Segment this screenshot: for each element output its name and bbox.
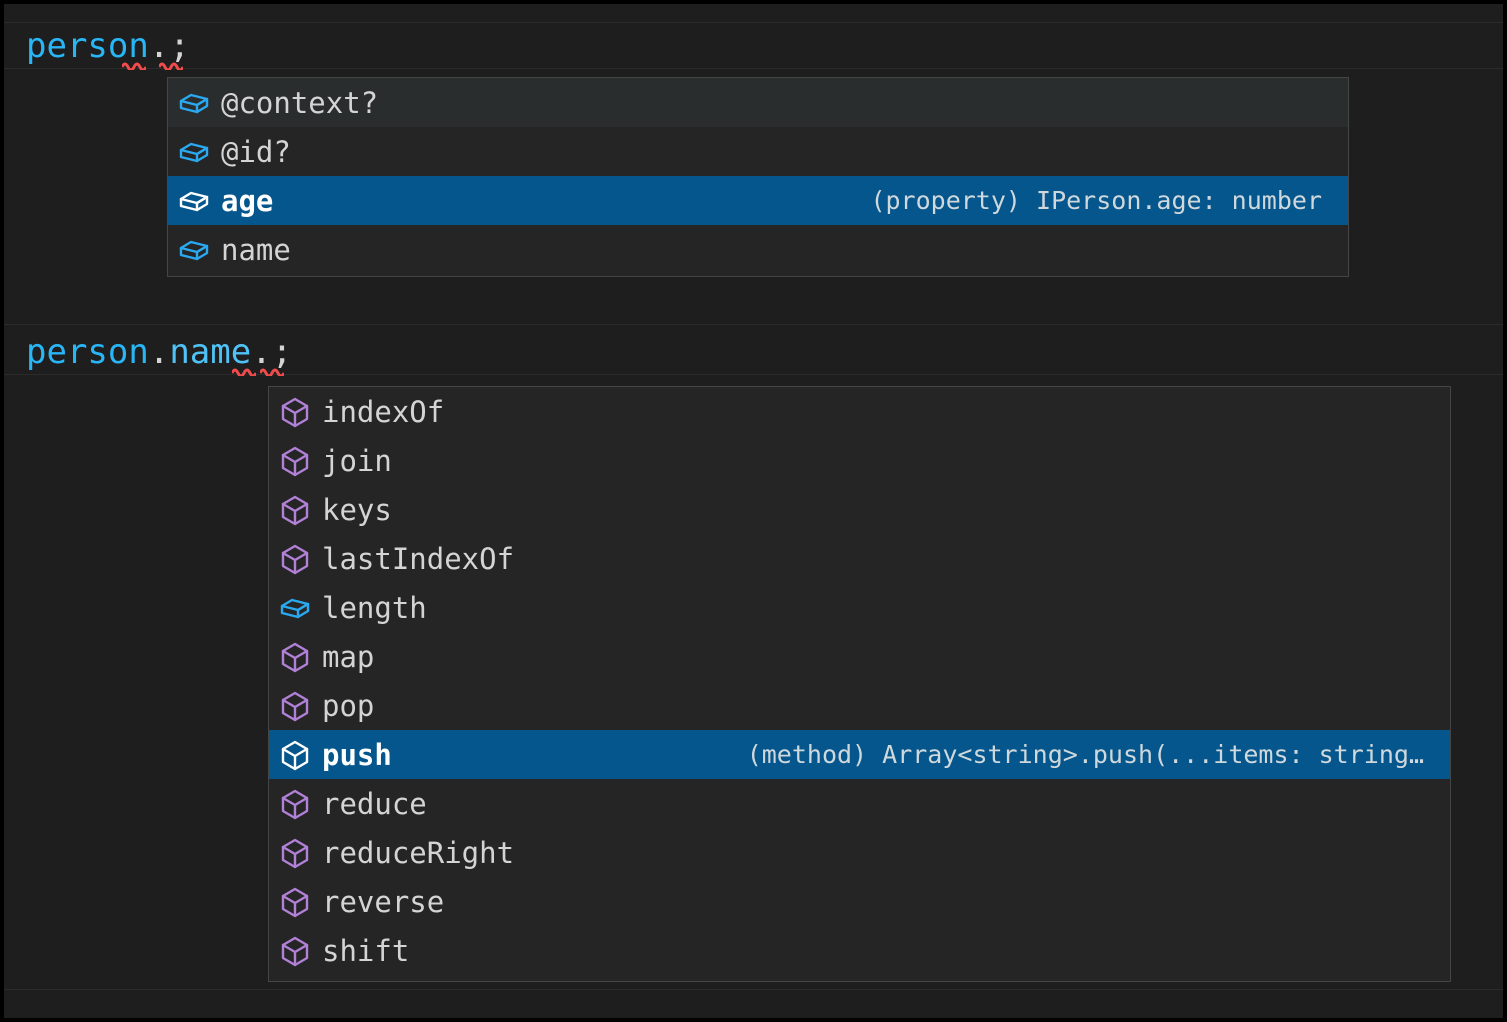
suggestion-item[interactable]: length	[269, 583, 1450, 632]
editor-rule	[4, 374, 1503, 375]
suggestion-item-label: indexOf	[322, 394, 445, 429]
method-cube-icon	[281, 691, 309, 721]
suggestion-item[interactable]: shift	[269, 926, 1450, 975]
suggestion-widget-methods[interactable]: indexOf join keys lastIndexOf length map pop pu…	[268, 386, 1451, 982]
method-cube-icon	[281, 544, 309, 574]
editor-rule	[4, 22, 1503, 23]
suggestion-item[interactable]: name	[168, 225, 1348, 274]
suggestion-item[interactable]: join	[269, 436, 1450, 485]
property-cube-icon	[280, 598, 310, 618]
error-squiggle-line1-dot	[122, 60, 146, 70]
code-token-dot: .	[148, 332, 170, 372]
method-cube-icon	[281, 642, 309, 672]
suggestion-item[interactable]: map	[269, 632, 1450, 681]
suggestion-item[interactable]: push (method) Array<string>.push(...items…	[269, 730, 1450, 779]
suggestion-item-label: @context?	[221, 85, 379, 120]
suggestion-item[interactable]: age (property) IPerson.age: number	[168, 176, 1348, 225]
code-token-semicolon: ;	[169, 26, 190, 66]
suggestion-item[interactable]: reduce	[269, 779, 1450, 828]
editor-rule	[4, 68, 1503, 69]
suggestion-item-label: map	[322, 639, 375, 674]
suggestion-item-label: keys	[322, 492, 392, 527]
code-token-variable: person	[26, 332, 149, 372]
method-cube-icon	[281, 495, 309, 525]
code-token-variable: person	[26, 26, 149, 66]
code-line-2[interactable]: person.name.;	[26, 332, 292, 372]
method-cube-icon	[281, 397, 309, 427]
suggestion-item[interactable]: keys	[269, 485, 1450, 534]
code-token-semicolon: ;	[271, 332, 293, 372]
property-cube-icon	[179, 191, 209, 211]
error-squiggle-line1-semicolon	[159, 60, 183, 70]
method-cube-icon	[281, 936, 309, 966]
property-cube-icon	[179, 93, 209, 113]
suggestion-item-label: pop	[322, 688, 375, 723]
editor-rule	[4, 324, 1503, 325]
suggestion-item-label: length	[322, 590, 427, 625]
method-cube-icon	[281, 838, 309, 868]
code-token-dot: .	[148, 26, 170, 66]
suggestion-item[interactable]: lastIndexOf	[269, 534, 1450, 583]
suggestion-item-label: push	[322, 737, 392, 772]
method-cube-icon	[281, 446, 309, 476]
suggestion-item-label: age	[221, 183, 274, 218]
error-squiggle-line2-semicolon	[260, 366, 284, 376]
suggestion-item[interactable]: @context?	[168, 78, 1348, 127]
code-token-dot2: .	[251, 332, 272, 372]
method-cube-icon	[281, 887, 309, 917]
method-cube-icon	[281, 789, 309, 819]
suggestion-item-label: lastIndexOf	[322, 541, 515, 576]
suggestion-item-label: @id?	[221, 134, 291, 169]
error-squiggle-line2-dot	[232, 366, 256, 376]
editor-rule	[4, 989, 1503, 990]
suggestion-item[interactable]: reduceRight	[269, 828, 1450, 877]
suggestion-item-detail: (method) Array<string>.push(...items: st…	[746, 739, 1424, 769]
suggestion-item[interactable]: @id?	[168, 127, 1348, 176]
suggestion-widget-properties[interactable]: @context? @id? age (property) IPerson.age: …	[167, 77, 1349, 277]
code-token-property: name	[169, 332, 252, 372]
suggestion-item-label: reverse	[322, 884, 445, 919]
suggestion-item[interactable]: indexOf	[269, 387, 1450, 436]
method-cube-icon	[281, 740, 309, 770]
code-editor[interactable]: person.; person.name.; @context?@id?age(…	[4, 4, 1503, 1018]
suggestion-item[interactable]: pop	[269, 681, 1450, 730]
suggestion-item-detail: (property) IPerson.age: number	[870, 185, 1322, 215]
code-line-1[interactable]: person.;	[26, 26, 190, 66]
property-cube-icon	[179, 240, 209, 260]
suggestion-item-label: join	[322, 443, 392, 478]
suggestion-item-label: reduce	[322, 786, 427, 821]
suggestion-item[interactable]: reverse	[269, 877, 1450, 926]
suggestion-item-label: reduceRight	[322, 835, 515, 870]
property-cube-icon	[179, 142, 209, 162]
suggestion-item-label: shift	[322, 933, 410, 968]
suggestion-item-label: name	[221, 232, 291, 267]
